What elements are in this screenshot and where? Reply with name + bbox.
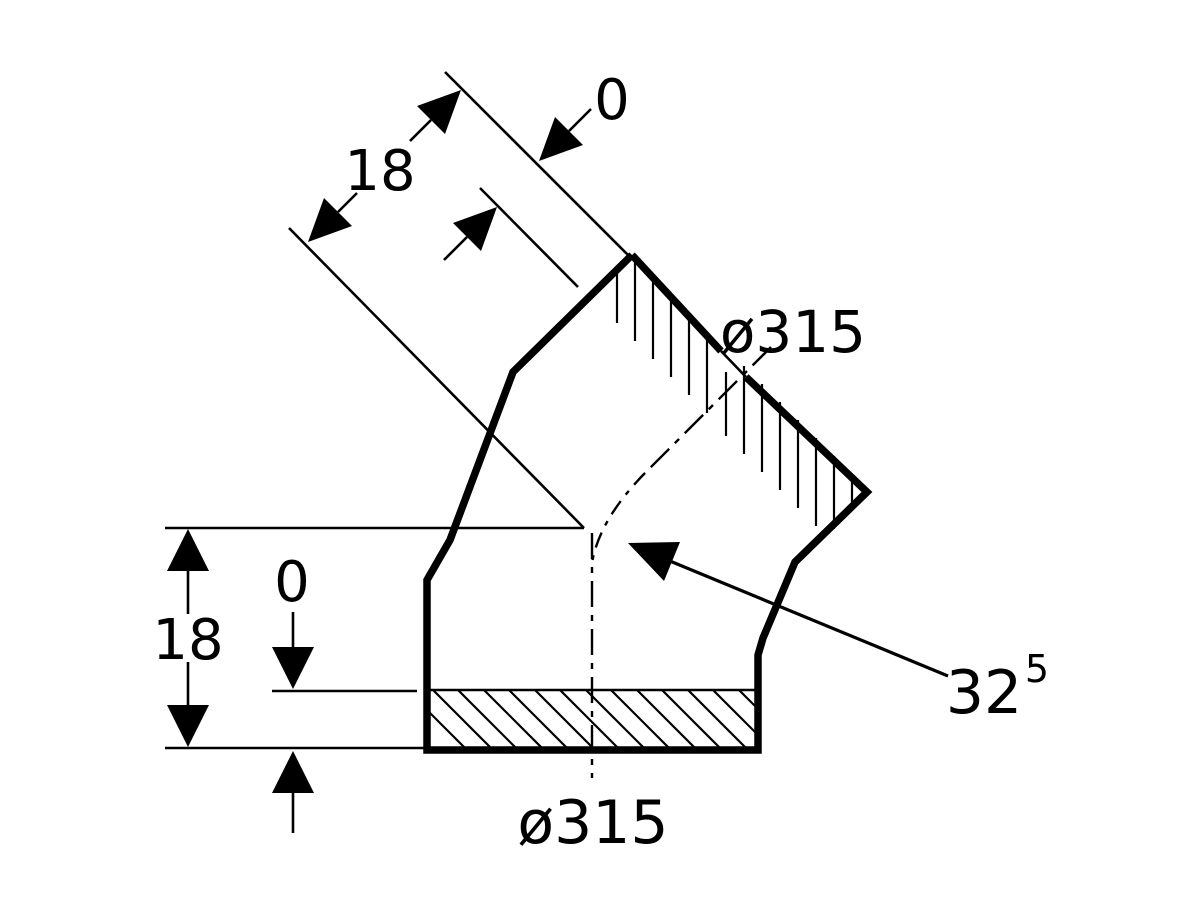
dimension-lines [165, 71, 949, 833]
label-18-top: 18 [344, 139, 415, 204]
bend-centerline-arc [590, 472, 646, 564]
arrow-sw-0-top [539, 117, 583, 161]
hatch-line [534, 690, 594, 748]
dim-tail-0-top [568, 108, 592, 132]
hatch-line [483, 690, 543, 748]
angle-leader-line [635, 545, 949, 678]
arrow-ne-mid-top [453, 207, 497, 251]
hatch-line [712, 690, 757, 736]
label-diameter-bottom: ø315 [517, 788, 668, 858]
dimension-labels: 18 0 ø315 18 0 ø315 32 5 [152, 68, 1049, 858]
label-angle-value: 32 [946, 658, 1022, 728]
label-angle-superscript: 5 [1025, 647, 1049, 691]
label-0-left: 0 [274, 550, 310, 615]
hatch-line [428, 709, 466, 748]
arrow-down-0-left [272, 647, 314, 689]
branch-centerline [644, 346, 772, 474]
dim-tail-18-top-c [337, 192, 358, 213]
ext-line-mid-top [479, 187, 579, 288]
arrow-ne-face-top [417, 90, 461, 134]
socket-mouth-gap-line [720, 350, 747, 378]
arrow-up-18-left [167, 529, 209, 571]
ext-line-face-top [444, 71, 630, 257]
dimension-arrows [167, 90, 680, 793]
hatch-line [508, 690, 568, 748]
fitting-body-outline [423, 252, 873, 754]
dim-tail-18-top-a [409, 119, 432, 142]
arrow-up-0-left [272, 751, 314, 793]
ext-line-vertex-top [288, 227, 585, 529]
label-0-top: 0 [594, 68, 630, 133]
hatch-line [636, 690, 696, 748]
hatch-line [585, 690, 645, 748]
arrow-angle-leader [628, 542, 680, 581]
hatch-line [687, 690, 747, 748]
hatch-line [559, 690, 619, 748]
label-18-left: 18 [152, 608, 223, 673]
socket-mouth-edge [629, 252, 724, 354]
hatch-line [610, 690, 670, 748]
hatch-line [661, 690, 721, 748]
dim-tail-18-top-b [443, 236, 468, 261]
arrow-sw-18-top [308, 198, 352, 242]
socket-section-hatch-bottom [428, 690, 757, 748]
hatch-line [457, 690, 517, 748]
hatch-line [738, 690, 757, 710]
centerlines [590, 346, 772, 778]
arrow-down-18-left [167, 705, 209, 747]
label-diameter-top: ø315 [720, 298, 866, 366]
hatch-line [432, 690, 492, 748]
